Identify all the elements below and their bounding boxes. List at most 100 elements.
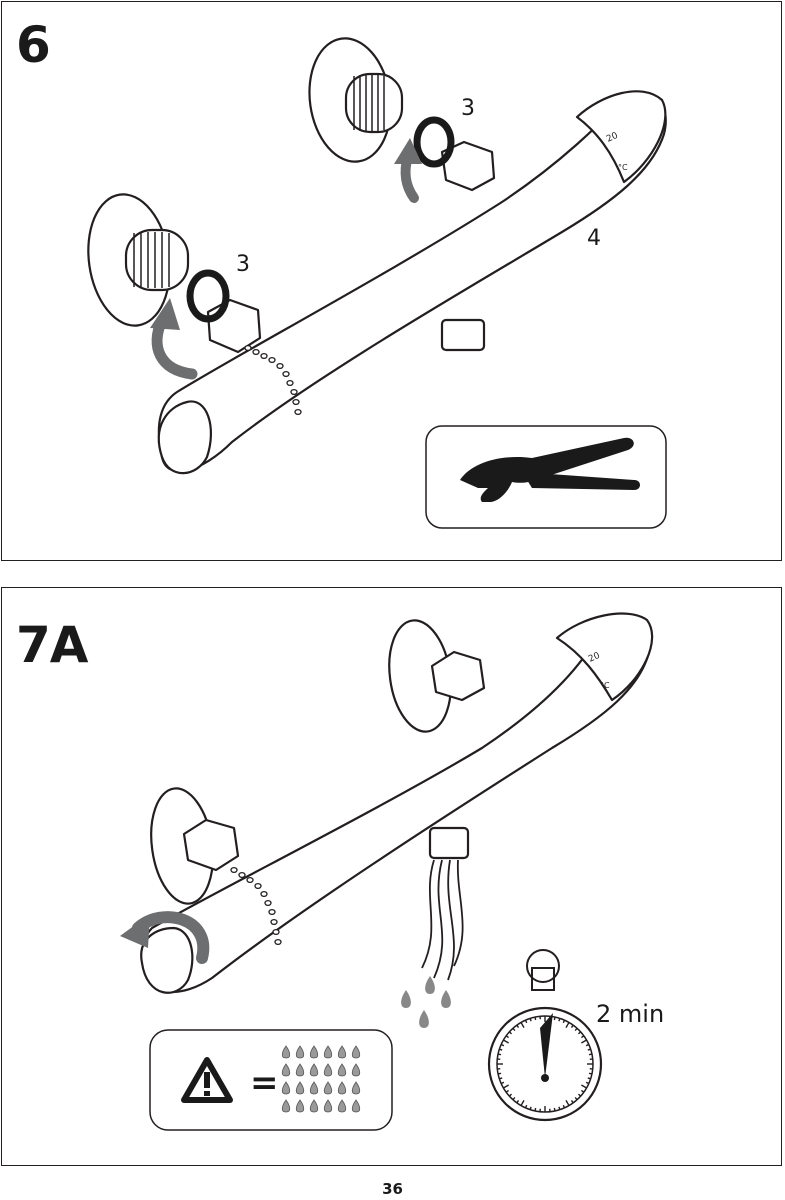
stopwatch-tick bbox=[585, 1043, 590, 1047]
water-drops-icon bbox=[281, 1045, 361, 1113]
stopwatch-tick bbox=[534, 1107, 537, 1112]
svg-text:20: 20 bbox=[605, 131, 620, 145]
stopwatch-tick bbox=[580, 1035, 585, 1039]
water-drop bbox=[337, 1063, 347, 1077]
stopwatch-tick bbox=[499, 1048, 503, 1051]
stopwatch-tick bbox=[524, 1019, 528, 1024]
duration-label: 2 min bbox=[596, 1000, 665, 1028]
stopwatch-tick bbox=[505, 1035, 510, 1039]
threaded-connector-left bbox=[124, 228, 190, 292]
stopwatch-tick bbox=[520, 1100, 525, 1106]
stopwatch-tick bbox=[503, 1039, 509, 1044]
step-number: 6 bbox=[16, 16, 51, 74]
stopwatch-tick bbox=[505, 1089, 510, 1093]
rotate-arrow-head bbox=[120, 914, 150, 948]
water-drop bbox=[323, 1081, 333, 1095]
stopwatch-tick bbox=[558, 1106, 561, 1110]
water-drop bbox=[309, 1063, 319, 1077]
stopwatch-tick bbox=[529, 1018, 532, 1022]
water-drop bbox=[351, 1063, 361, 1077]
stopwatch-tick bbox=[588, 1053, 593, 1056]
stopwatch-tick bbox=[570, 1024, 574, 1029]
stopwatch-tick bbox=[524, 1104, 528, 1109]
step-7a-panel: 20 °C bbox=[1, 587, 782, 1166]
water-drop bbox=[281, 1045, 291, 1059]
water-drops-falling bbox=[401, 976, 451, 1028]
water-drop bbox=[337, 1045, 347, 1059]
stopwatch-tick bbox=[565, 1022, 570, 1028]
hex-nut-right bbox=[430, 650, 486, 702]
hex-nut-right bbox=[440, 140, 496, 192]
equals-sign: = bbox=[250, 1063, 279, 1103]
mixer-callout: 4 bbox=[587, 226, 601, 251]
svg-text:20: 20 bbox=[587, 651, 602, 665]
step-6-panel: 20 °C 6 3 3 4 bbox=[1, 1, 782, 561]
left-end-cap bbox=[140, 926, 194, 994]
water-drop bbox=[351, 1099, 361, 1113]
arrow-right-head bbox=[394, 138, 422, 164]
stopwatch-tick bbox=[516, 1024, 520, 1029]
water-drop bbox=[337, 1081, 347, 1095]
stopwatch-tick bbox=[562, 1019, 566, 1024]
stopwatch-icon bbox=[487, 949, 603, 1122]
stopwatch-tick bbox=[570, 1099, 574, 1104]
stopwatch-tick bbox=[587, 1077, 591, 1080]
temperature-knob bbox=[555, 612, 654, 702]
stopwatch-tick bbox=[503, 1084, 509, 1089]
gasket-callout-right: 3 bbox=[461, 96, 475, 121]
stopwatch-tick bbox=[574, 1027, 578, 1032]
stopwatch-tick bbox=[512, 1027, 516, 1032]
warning-triangle-icon bbox=[181, 1057, 233, 1103]
water-drop bbox=[281, 1081, 291, 1095]
stopwatch-tick bbox=[508, 1031, 513, 1035]
stopwatch-tick bbox=[574, 1096, 578, 1101]
stopwatch-tick bbox=[499, 1077, 503, 1080]
vent-holes bbox=[230, 866, 282, 946]
stopwatch-tick bbox=[577, 1093, 582, 1097]
svg-text:°C: °C bbox=[618, 163, 628, 172]
stopwatch-tick bbox=[512, 1096, 516, 1101]
gasket-right bbox=[413, 116, 455, 168]
stopwatch-tick bbox=[585, 1081, 590, 1085]
water-drop bbox=[295, 1045, 305, 1059]
water-drop bbox=[351, 1045, 361, 1059]
hex-nut-left bbox=[206, 298, 262, 354]
stopwatch-tick bbox=[565, 1100, 570, 1106]
hex-nut-left bbox=[182, 818, 240, 872]
stopwatch-tick bbox=[497, 1053, 502, 1056]
stopwatch-tick bbox=[534, 1016, 537, 1021]
temperature-knob bbox=[575, 90, 667, 184]
gasket-callout-left: 3 bbox=[236, 252, 250, 277]
gasket-left bbox=[186, 269, 230, 323]
stopwatch-tick bbox=[497, 1072, 502, 1075]
mixer-body bbox=[143, 616, 652, 993]
stopwatch-tick bbox=[581, 1084, 587, 1089]
stopwatch-tick bbox=[562, 1104, 566, 1109]
water-drop bbox=[337, 1099, 347, 1113]
stopwatch-tick bbox=[520, 1022, 525, 1028]
stopwatch-tick bbox=[580, 1089, 585, 1093]
vent-holes bbox=[244, 344, 302, 416]
water-drop bbox=[323, 1099, 333, 1113]
water-drop bbox=[351, 1081, 361, 1095]
outlet-connector bbox=[428, 826, 470, 860]
water-drop bbox=[281, 1063, 291, 1077]
stopwatch-tick bbox=[558, 1018, 561, 1022]
water-drop bbox=[309, 1099, 319, 1113]
stopwatch-tick bbox=[508, 1093, 513, 1097]
outlet-connector bbox=[440, 318, 486, 352]
water-drop bbox=[295, 1081, 305, 1095]
stopwatch-tick bbox=[529, 1106, 532, 1110]
water-drop bbox=[295, 1099, 305, 1113]
water-drop bbox=[281, 1099, 291, 1113]
pliers-icon bbox=[460, 437, 640, 502]
step-7a-illustration: 20 °C bbox=[120, 612, 654, 1131]
stopwatch-tick bbox=[553, 1107, 556, 1112]
stopwatch-tick bbox=[500, 1081, 505, 1085]
stopwatch-tick bbox=[577, 1031, 582, 1035]
water-drop bbox=[309, 1045, 319, 1059]
step-6-illustration: 20 °C bbox=[87, 37, 667, 529]
page-number: 36 bbox=[382, 1180, 403, 1198]
water-drop bbox=[295, 1063, 305, 1077]
stopwatch-tick bbox=[581, 1039, 587, 1044]
